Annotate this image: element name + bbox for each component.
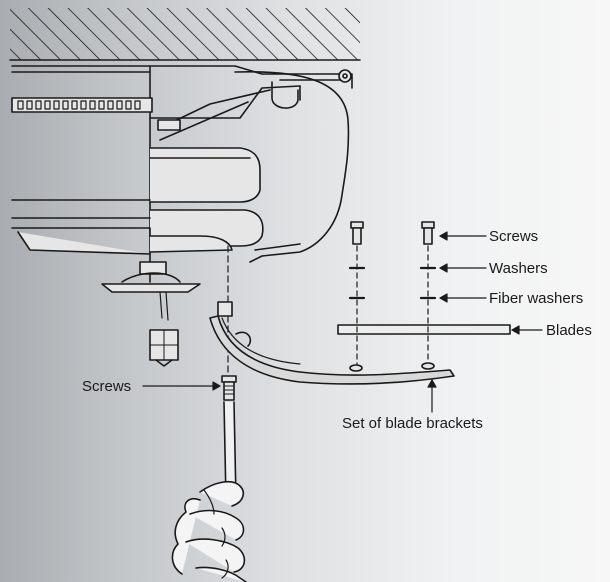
callout-blades: Blades — [546, 322, 592, 339]
callout-washers: Washers — [489, 260, 548, 277]
ceiling — [9, 8, 361, 61]
callout-screws-right: Screws — [489, 228, 539, 245]
blade-bracket — [209, 301, 455, 385]
blade — [337, 324, 511, 335]
callout-leaders — [142, 231, 543, 413]
callout-blade-brackets: Set of blade brackets — [342, 415, 483, 432]
switch-housing — [101, 261, 201, 367]
motor-housing — [11, 97, 264, 255]
left-screw — [221, 375, 237, 401]
screw-stack-left — [348, 221, 366, 365]
callout-fiber-washers: Fiber washers — [489, 290, 584, 307]
canopy-shell — [234, 70, 350, 263]
hand — [171, 480, 247, 582]
screw-stack-right — [419, 221, 437, 363]
mounting-bracket — [11, 65, 353, 283]
callout-screws-left: Screws — [82, 378, 132, 395]
